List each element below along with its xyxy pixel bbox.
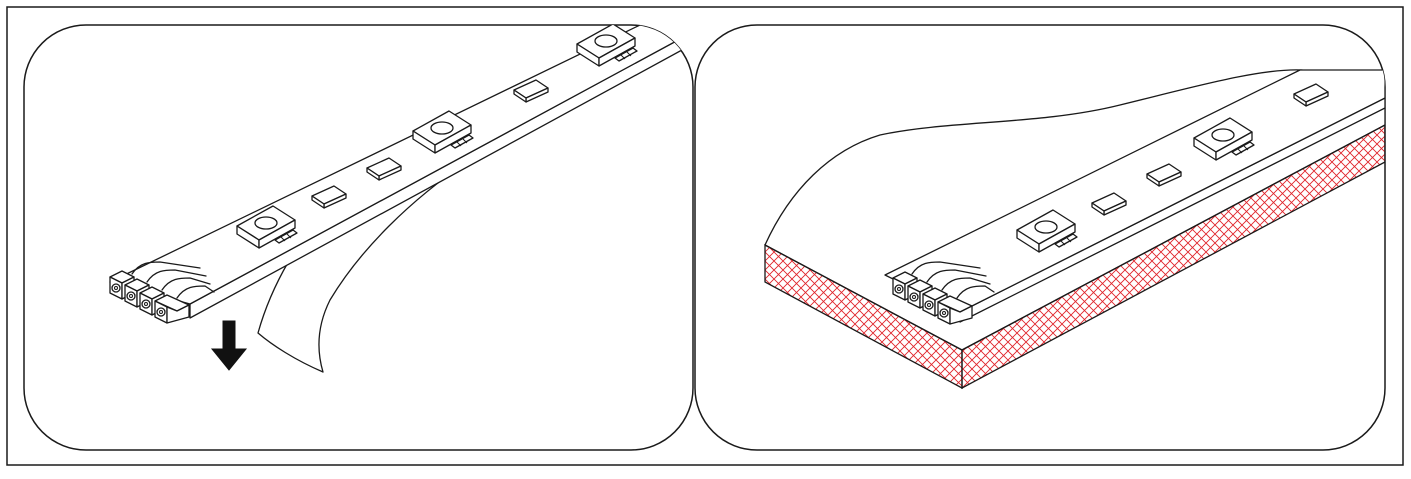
- connector-wires: [131, 261, 215, 299]
- resistor: [513, 79, 549, 103]
- rgb-led-chip: [1016, 209, 1078, 253]
- resistor: [366, 157, 402, 181]
- rgb-led-chip: [1193, 117, 1255, 161]
- panel-peel-backing: [23, 24, 694, 451]
- four-pin-connector: [892, 271, 973, 325]
- rgb-led-chip: [412, 110, 474, 154]
- rgb-led-chip: [576, 25, 638, 67]
- four-pin-connector: [109, 270, 190, 324]
- connector-wires: [911, 261, 995, 299]
- resistor: [311, 185, 347, 209]
- down-arrow-icon: [210, 320, 248, 371]
- resistor: [1146, 163, 1182, 187]
- resistor: [1091, 192, 1127, 216]
- adhesive-surface-side: [961, 123, 1385, 390]
- resistor: [1293, 83, 1329, 107]
- panel-mount-strip: [694, 24, 1386, 451]
- rgb-led-chip: [236, 205, 298, 249]
